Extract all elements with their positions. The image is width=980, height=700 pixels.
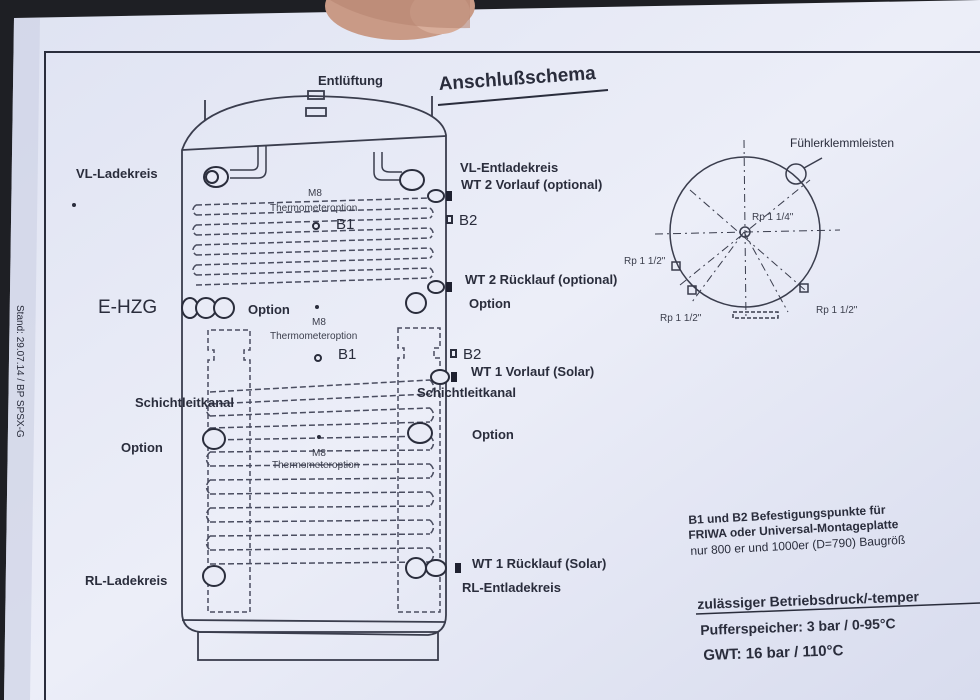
- rp-left-upper-label: Rp 1 1/2": [624, 256, 666, 267]
- stratification-channels: [207, 327, 441, 613]
- b1-upper-label: B1: [336, 216, 355, 233]
- revision-note: Stand: 29.07.14 / BP SPSX-G: [14, 305, 25, 438]
- option-middle-label: Option: [248, 302, 290, 317]
- vl-entladekreis-label: VL-Entladekreis: [460, 160, 559, 175]
- b2-lower-label: B2: [463, 346, 482, 363]
- schichtleitkanal-left-label: Schichtleitkanal: [135, 395, 234, 410]
- thermometer-label-2: Thermometeroption: [270, 331, 358, 342]
- paper-sheet: [4, 0, 980, 700]
- wt2-ruecklauf-label: WT 2 Rücklauf (optional): [465, 272, 618, 287]
- option-right-upper-label: Option: [469, 296, 511, 311]
- rp-center-label: Rp 1 1/4": [752, 212, 794, 223]
- b1-lower-label: B1: [338, 346, 357, 363]
- thermometer-label-1: Thermometeroption: [270, 203, 358, 214]
- rl-ladekreis-label: RL-Ladekreis: [85, 573, 168, 588]
- ehzg-label: E-HZG: [98, 297, 158, 318]
- upper-coil: [192, 197, 434, 286]
- wt1-ruecklauf-label: WT 1 Rücklauf (Solar): [472, 556, 607, 571]
- vent-label: Entlüftung: [318, 73, 383, 88]
- b2-upper-label: B2: [459, 212, 478, 229]
- connection-ports: [181, 166, 450, 587]
- wt2-vorlauf-label: WT 2 Vorlauf (optional): [461, 177, 603, 192]
- rp-right-lower-label: Rp 1 1/2": [816, 305, 858, 316]
- m8-label-1: M8: [308, 188, 322, 199]
- top-view: [654, 139, 841, 321]
- tank: [181, 90, 447, 661]
- fuehlerklemmleisten-label: Fühlerklemmleisten: [790, 136, 895, 150]
- m8-label-2: M8: [312, 317, 326, 328]
- thermometer-label-3: Thermometeroption: [272, 460, 360, 471]
- wt1-vorlauf-label: WT 1 Vorlauf (Solar): [471, 364, 595, 379]
- schichtleitkanal-right-label: Schichtleitkanal: [417, 385, 516, 400]
- rl-entladekreis-label: RL-Entladekreis: [462, 580, 561, 595]
- mount-points: [312, 215, 457, 362]
- rp-left-lower-label: Rp 1 1/2": [660, 313, 702, 324]
- frame-border: [44, 51, 980, 700]
- vl-ladekreis-label: VL-Ladekreis: [76, 166, 158, 181]
- option-left-label: Option: [121, 440, 163, 455]
- m8-label-3: M8: [312, 448, 326, 459]
- option-right-lower-label: Option: [472, 427, 514, 442]
